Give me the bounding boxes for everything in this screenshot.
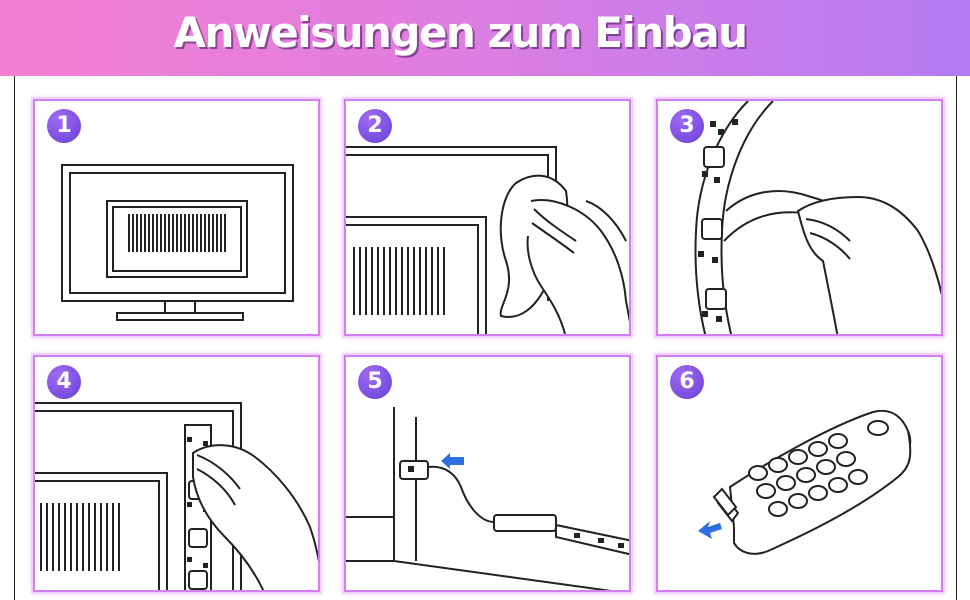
step-2-panel: 2 (344, 99, 631, 336)
page-title: Anweisungen zum Einbau (173, 8, 749, 57)
step-1-badge: 1 (47, 109, 81, 143)
remote-control-icon (698, 409, 912, 555)
step-3-panel: 3 (656, 99, 943, 336)
step-1-panel: 1 (33, 99, 320, 336)
frame-right-line (956, 76, 957, 600)
step-4-panel: 4 (33, 355, 320, 592)
peel-tape-icon (694, 101, 941, 334)
attach-strip-icon (35, 402, 318, 590)
step-4-badge: 4 (47, 365, 81, 399)
step-5-badge: 5 (358, 365, 392, 399)
title-banner: Anweisungen zum Einbau (0, 0, 970, 76)
arrow-left-icon (441, 453, 464, 469)
step-5-panel: 5 (344, 355, 631, 592)
cleaning-cloth-icon (346, 146, 629, 334)
usb-plug-icon (346, 407, 629, 590)
step-2-badge: 2 (358, 109, 392, 143)
step-3-badge: 3 (670, 109, 704, 143)
step-6-badge: 6 (670, 365, 704, 399)
arrow-pull-icon (698, 521, 722, 539)
frame-left-line (14, 76, 15, 600)
step-6-panel: 6 (656, 355, 943, 592)
tv-icon (61, 164, 294, 321)
